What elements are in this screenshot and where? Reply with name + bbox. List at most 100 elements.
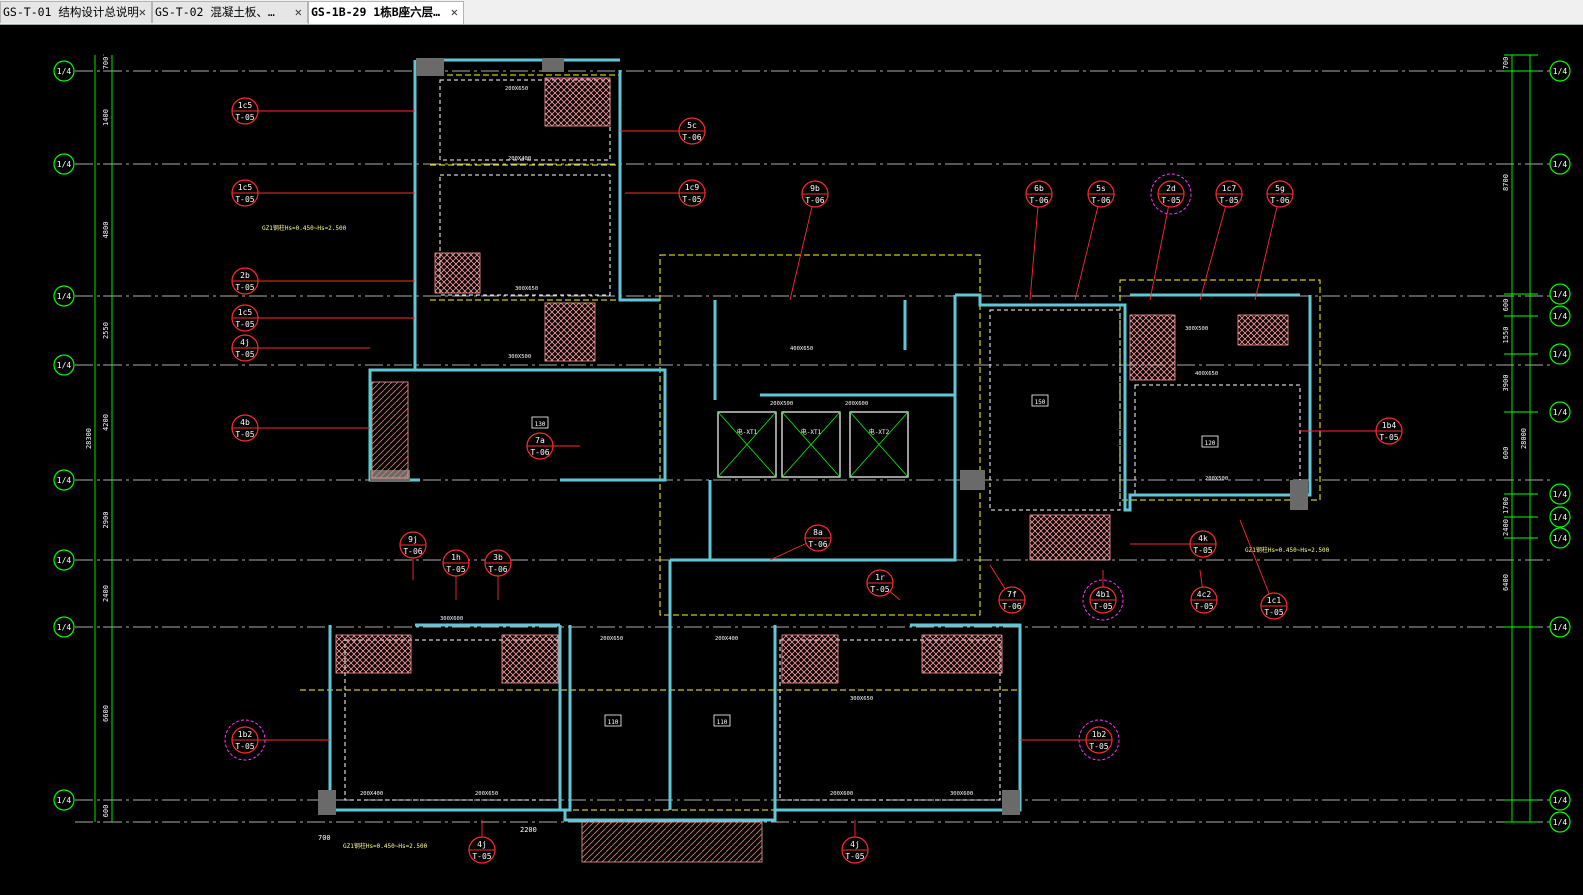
callout-leaders: [245, 110, 1389, 850]
dim-text: 2200: [520, 826, 537, 834]
detail-callout: 2bT-05: [231, 267, 259, 295]
bottom-dimensions: 2200 700: [318, 826, 537, 842]
elevator-box: [849, 411, 909, 478]
callout-number: 7a: [535, 436, 545, 445]
axis-grid-bubbles: 1/41/41/41/41/41/41/41/41/41/41/41/41/41…: [53, 60, 1571, 833]
callout-number: 1b4: [1382, 421, 1397, 430]
cad-drawing-canvas[interactable]: 700140048002550420029002400660060028300 …: [0, 25, 1583, 895]
grid-bubble-circle: [53, 616, 75, 638]
room-tag-box: [604, 714, 622, 727]
beam-label: 200X600: [845, 401, 868, 407]
callout-number: 2d: [1166, 184, 1176, 193]
callout-number: 4c2: [1197, 590, 1212, 599]
grid-bubble-circle: [53, 789, 75, 811]
detail-callout: 5sT-06: [1087, 180, 1115, 208]
grid-bubble-label: 1/4: [1553, 290, 1568, 299]
callout-sheet-ref: T-05: [1089, 742, 1108, 751]
close-icon[interactable]: ✕: [138, 5, 146, 19]
grid-bubble-circle: [1549, 527, 1571, 549]
beam-label: 200X400: [508, 156, 531, 162]
beam-label: 200X600: [830, 791, 853, 797]
tab-label: GS-1B-29 1栋B座六层…: [311, 5, 441, 19]
grid-bubble-circle: [1549, 506, 1571, 528]
leader-line: [789, 193, 816, 301]
callout-sheet-ref: T-05: [235, 283, 254, 292]
leader-line: [1029, 193, 1040, 301]
grid-bubble-circle: [1549, 401, 1571, 423]
grid-bubble-label: 1/4: [1553, 312, 1568, 321]
callout-sheet-ref: T-06: [1002, 602, 1021, 611]
room-tag-label: 110: [608, 719, 619, 726]
detail-callout: 1rT-05: [866, 569, 894, 597]
room-tag-label: 150: [1035, 399, 1046, 406]
grid-bubble-label: 1/4: [1553, 350, 1568, 359]
note-text: GZ1钢柱Hs=0.450~Hs=2.500: [1245, 546, 1330, 554]
grid-bubble-label: 1/4: [1553, 818, 1568, 827]
callout-number: 1r: [875, 573, 885, 582]
tab-gs-t-02[interactable]: GS-T-02 混凝土板、… ✕: [152, 1, 308, 23]
grid-bubble: 1/4: [53, 285, 75, 307]
close-icon[interactable]: ✕: [450, 5, 458, 19]
elevator-label: 电-XT1: [737, 428, 758, 436]
tab-gs-1b-29[interactable]: GS-1B-29 1栋B座六层… ✕: [308, 1, 464, 24]
room-tag: 150: [1031, 394, 1049, 407]
dim-text: 700: [318, 834, 331, 842]
room-tag-label: 110: [717, 719, 728, 726]
detail-callout: 3bT-06: [484, 549, 512, 577]
grid-bubble-label: 1/4: [1553, 534, 1568, 543]
dim-text-total: 28000: [1520, 428, 1528, 449]
dim-text: 2900: [102, 512, 110, 529]
grid-bubble-circle: [1549, 616, 1571, 638]
callout-sheet-ref: T-06: [530, 448, 549, 457]
grid-bubble-circle: [1549, 343, 1571, 365]
beam-label: 200X500: [1205, 476, 1228, 482]
beam-label: 200X400: [360, 791, 383, 797]
callout-sheet-ref: T-06: [488, 565, 507, 574]
callout-number: 1b2: [1092, 730, 1107, 739]
leader-line: [1239, 519, 1275, 607]
close-icon[interactable]: ✕: [294, 5, 302, 19]
grid-bubble-label: 1/4: [1553, 67, 1568, 76]
leader-line: [1074, 193, 1102, 301]
grid-bubble-label: 1/4: [57, 476, 72, 485]
callout-sheet-ref: T-05: [870, 585, 889, 594]
detail-callout: 5cT-06: [678, 117, 706, 145]
grid-bubble-label: 1/4: [57, 361, 72, 370]
grid-bubble-circle: [1549, 60, 1571, 82]
grid-bubble: 1/4: [53, 60, 75, 82]
callout-number: 2b: [240, 271, 250, 280]
room-tag: 110: [604, 714, 622, 727]
beam-label: 300X500: [508, 354, 531, 360]
grid-bubble-label: 1/4: [1553, 623, 1568, 632]
grid-bubble: 1/4: [53, 549, 75, 571]
dim-text: 600: [102, 805, 110, 818]
grid-bubble-label: 1/4: [57, 67, 72, 76]
room-tag-label: 120: [1205, 440, 1216, 447]
room-tag-label: 130: [535, 421, 546, 428]
dim-text: 700: [1502, 57, 1510, 70]
grid-bubble: 1/4: [1549, 343, 1571, 365]
beam-labels: 200X650200X400300X650300X500400X650200X5…: [360, 86, 1228, 797]
room-tag-box: [1031, 394, 1049, 407]
callout-sheet-ref: T-05: [235, 320, 254, 329]
dim-text: 3900: [1502, 375, 1510, 392]
callout-sheet-ref: T-06: [808, 540, 827, 549]
room-tag: 110: [713, 714, 731, 727]
tab-label: GS-T-02 混凝土板、…: [155, 5, 275, 19]
callout-number: 9b: [810, 184, 820, 193]
beam-label: 400X650: [1195, 371, 1218, 377]
callout-number: 1c7: [1222, 184, 1237, 193]
callout-number: 5g: [1275, 184, 1285, 193]
grid-bubble-circle: [53, 469, 75, 491]
beam-label: 200X650: [600, 636, 623, 642]
elevator-label: 电-XT2: [869, 428, 890, 436]
tab-gs-t-01[interactable]: GS-T-01 结构设计总说明 ✕: [0, 1, 152, 23]
revision-cloud: [224, 719, 266, 761]
grid-bubble: 1/4: [1549, 283, 1571, 305]
